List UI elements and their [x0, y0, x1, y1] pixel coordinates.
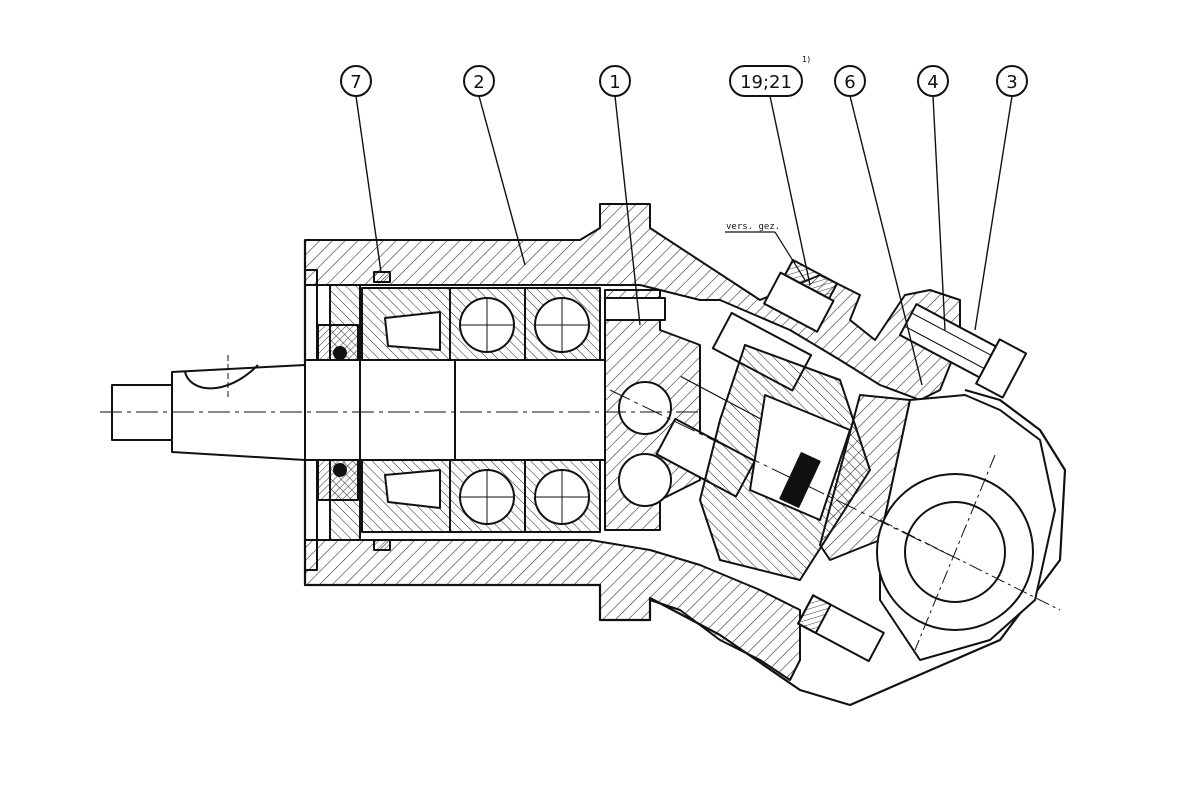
callout-bubble-6: [834, 65, 866, 97]
callout-label-4: 4: [927, 72, 938, 93]
housing-outline: [303, 240, 1067, 707]
leader-4: [932, 95, 946, 331]
footnote-marker: 1): [802, 55, 810, 64]
leader-7: [355, 95, 382, 273]
callout-bubble-1921: [729, 65, 803, 97]
callout-bubble-1: [599, 65, 631, 97]
leader-2: [478, 95, 526, 266]
callout-label-3: 3: [1006, 72, 1017, 93]
port-plate: [819, 394, 911, 561]
callout-bubble-3: [996, 65, 1028, 97]
leader-6: [849, 95, 923, 386]
callout-label-2: 2: [473, 72, 484, 93]
leader-1921: [769, 95, 811, 286]
housing: [304, 203, 961, 401]
callout-label-1: 1: [609, 72, 620, 93]
leader-1: [614, 95, 641, 326]
callout-label-1921: 19;21: [740, 72, 792, 93]
leader-3: [974, 95, 1013, 331]
callout-bubble-4: [917, 65, 949, 97]
callout-label-6: 6: [844, 72, 855, 93]
note-text: vers. gez.: [726, 222, 780, 232]
callout-bubble-7: [340, 65, 372, 97]
callout-bubble-2: [463, 65, 495, 97]
callout-label-7: 7: [350, 72, 361, 93]
